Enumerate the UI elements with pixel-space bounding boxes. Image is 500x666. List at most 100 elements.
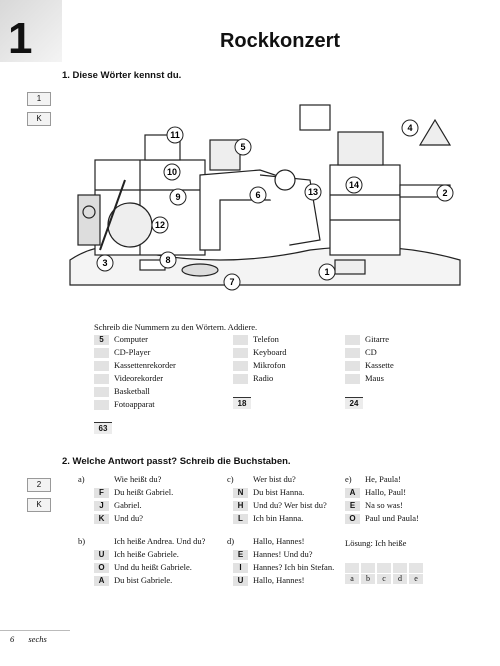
callout-13: 13 bbox=[304, 183, 322, 201]
question-c: Wer bist du? bbox=[253, 474, 296, 484]
question-b: Ich heiße Andrea. Und du? bbox=[114, 536, 206, 546]
question-e-label: e) bbox=[345, 474, 352, 484]
list-item: Videorekorder bbox=[94, 373, 163, 385]
answer-box[interactable] bbox=[345, 335, 360, 346]
svg-text:14: 14 bbox=[349, 180, 359, 190]
svg-text:5: 5 bbox=[240, 142, 245, 152]
list-item: Basketball bbox=[94, 386, 150, 398]
svg-text:8: 8 bbox=[165, 255, 170, 265]
column-2-sum: 18 bbox=[233, 397, 251, 409]
answer-box[interactable] bbox=[233, 374, 248, 385]
side-label-2: 2 bbox=[27, 478, 51, 492]
list-item: Keyboard bbox=[233, 347, 287, 359]
question-b-label: b) bbox=[78, 536, 86, 546]
callout-3: 3 bbox=[96, 254, 114, 272]
total-sum: 63 bbox=[94, 422, 112, 434]
answer-box[interactable] bbox=[233, 335, 248, 346]
exercise-1-instruction: Schreib die Nummern zu den Wörtern. Addi… bbox=[94, 322, 258, 332]
callout-5: 5 bbox=[234, 138, 252, 156]
answer-box[interactable]: 5 bbox=[94, 335, 109, 346]
exercise-1-heading: 1. Diese Wörter kennst du. bbox=[62, 70, 182, 81]
question-a: Wie heißt du? bbox=[114, 474, 162, 484]
svg-text:6: 6 bbox=[255, 190, 260, 200]
page-title: Rockkonzert bbox=[219, 30, 341, 52]
solution-label: Lösung: Ich heiße bbox=[345, 538, 407, 548]
page-number: 6 bbox=[10, 634, 15, 644]
svg-text:13: 13 bbox=[308, 187, 318, 197]
list-item: Kassettenrekorder bbox=[94, 360, 176, 372]
answer-box[interactable] bbox=[345, 374, 360, 385]
question-e: He, Paula! bbox=[365, 474, 401, 484]
side-label-k: K bbox=[27, 112, 51, 126]
answer-box[interactable] bbox=[94, 387, 109, 398]
callout-12: 12 bbox=[151, 216, 169, 234]
callout-6: 6 bbox=[249, 186, 267, 204]
page-word: sechs bbox=[28, 634, 47, 644]
list-item: Telefon bbox=[233, 334, 279, 346]
list-item: Gitarre bbox=[345, 334, 389, 346]
question-d-label: d) bbox=[227, 536, 235, 546]
callout-2: 2 bbox=[436, 184, 454, 202]
svg-text:4: 4 bbox=[407, 123, 412, 133]
list-item: Mikrofon bbox=[233, 360, 286, 372]
exercise-2-heading: 2. Welche Antwort passt? Schreib die Buc… bbox=[62, 456, 291, 467]
page-footer: 6 sechs bbox=[10, 634, 47, 644]
svg-text:7: 7 bbox=[229, 277, 234, 287]
svg-text:9: 9 bbox=[175, 192, 180, 202]
callout-9: 9 bbox=[169, 188, 187, 206]
question-a-label: a) bbox=[78, 474, 85, 484]
svg-text:12: 12 bbox=[155, 220, 165, 230]
list-item: CD bbox=[345, 347, 377, 359]
answer-box[interactable] bbox=[94, 400, 109, 411]
list-item: CD-Player bbox=[94, 347, 150, 359]
answer-box[interactable] bbox=[233, 348, 248, 359]
answer-box[interactable] bbox=[94, 374, 109, 385]
callout-1: 1 bbox=[318, 263, 336, 281]
list-item: Maus bbox=[345, 373, 384, 385]
callout-7: 7 bbox=[223, 273, 241, 291]
callout-10: 10 bbox=[163, 163, 181, 181]
answer-box[interactable] bbox=[345, 361, 360, 372]
solution-blanks bbox=[345, 560, 425, 578]
callout-11: 11 bbox=[166, 126, 184, 144]
callout-8: 8 bbox=[159, 251, 177, 269]
question-d: Hallo, Hannes! bbox=[253, 536, 305, 546]
rock-concert-illustration: 11 5 4 10 9 6 13 14 2 12 3 8 7 1 bbox=[69, 104, 461, 291]
callout-14: 14 bbox=[345, 176, 363, 194]
svg-text:1: 1 bbox=[324, 267, 329, 277]
answer-box[interactable] bbox=[345, 348, 360, 359]
answer-box[interactable] bbox=[94, 348, 109, 359]
svg-text:2: 2 bbox=[442, 188, 447, 198]
answer-box[interactable] bbox=[94, 361, 109, 372]
chapter-tab bbox=[0, 0, 62, 62]
list-item: Fotoapparat bbox=[94, 399, 155, 411]
svg-text:10: 10 bbox=[167, 167, 177, 177]
callout-4: 4 bbox=[401, 119, 419, 137]
svg-text:3: 3 bbox=[102, 258, 107, 268]
answer-box[interactable] bbox=[233, 361, 248, 372]
column-3-sum: 24 bbox=[345, 397, 363, 409]
list-item: Kassette bbox=[345, 360, 394, 372]
question-c-label: c) bbox=[227, 474, 234, 484]
chapter-number: 1 bbox=[8, 14, 33, 63]
side-label-1: 1 bbox=[27, 92, 51, 106]
side-label-k-2: K bbox=[27, 498, 51, 512]
list-item: Radio bbox=[233, 373, 273, 385]
